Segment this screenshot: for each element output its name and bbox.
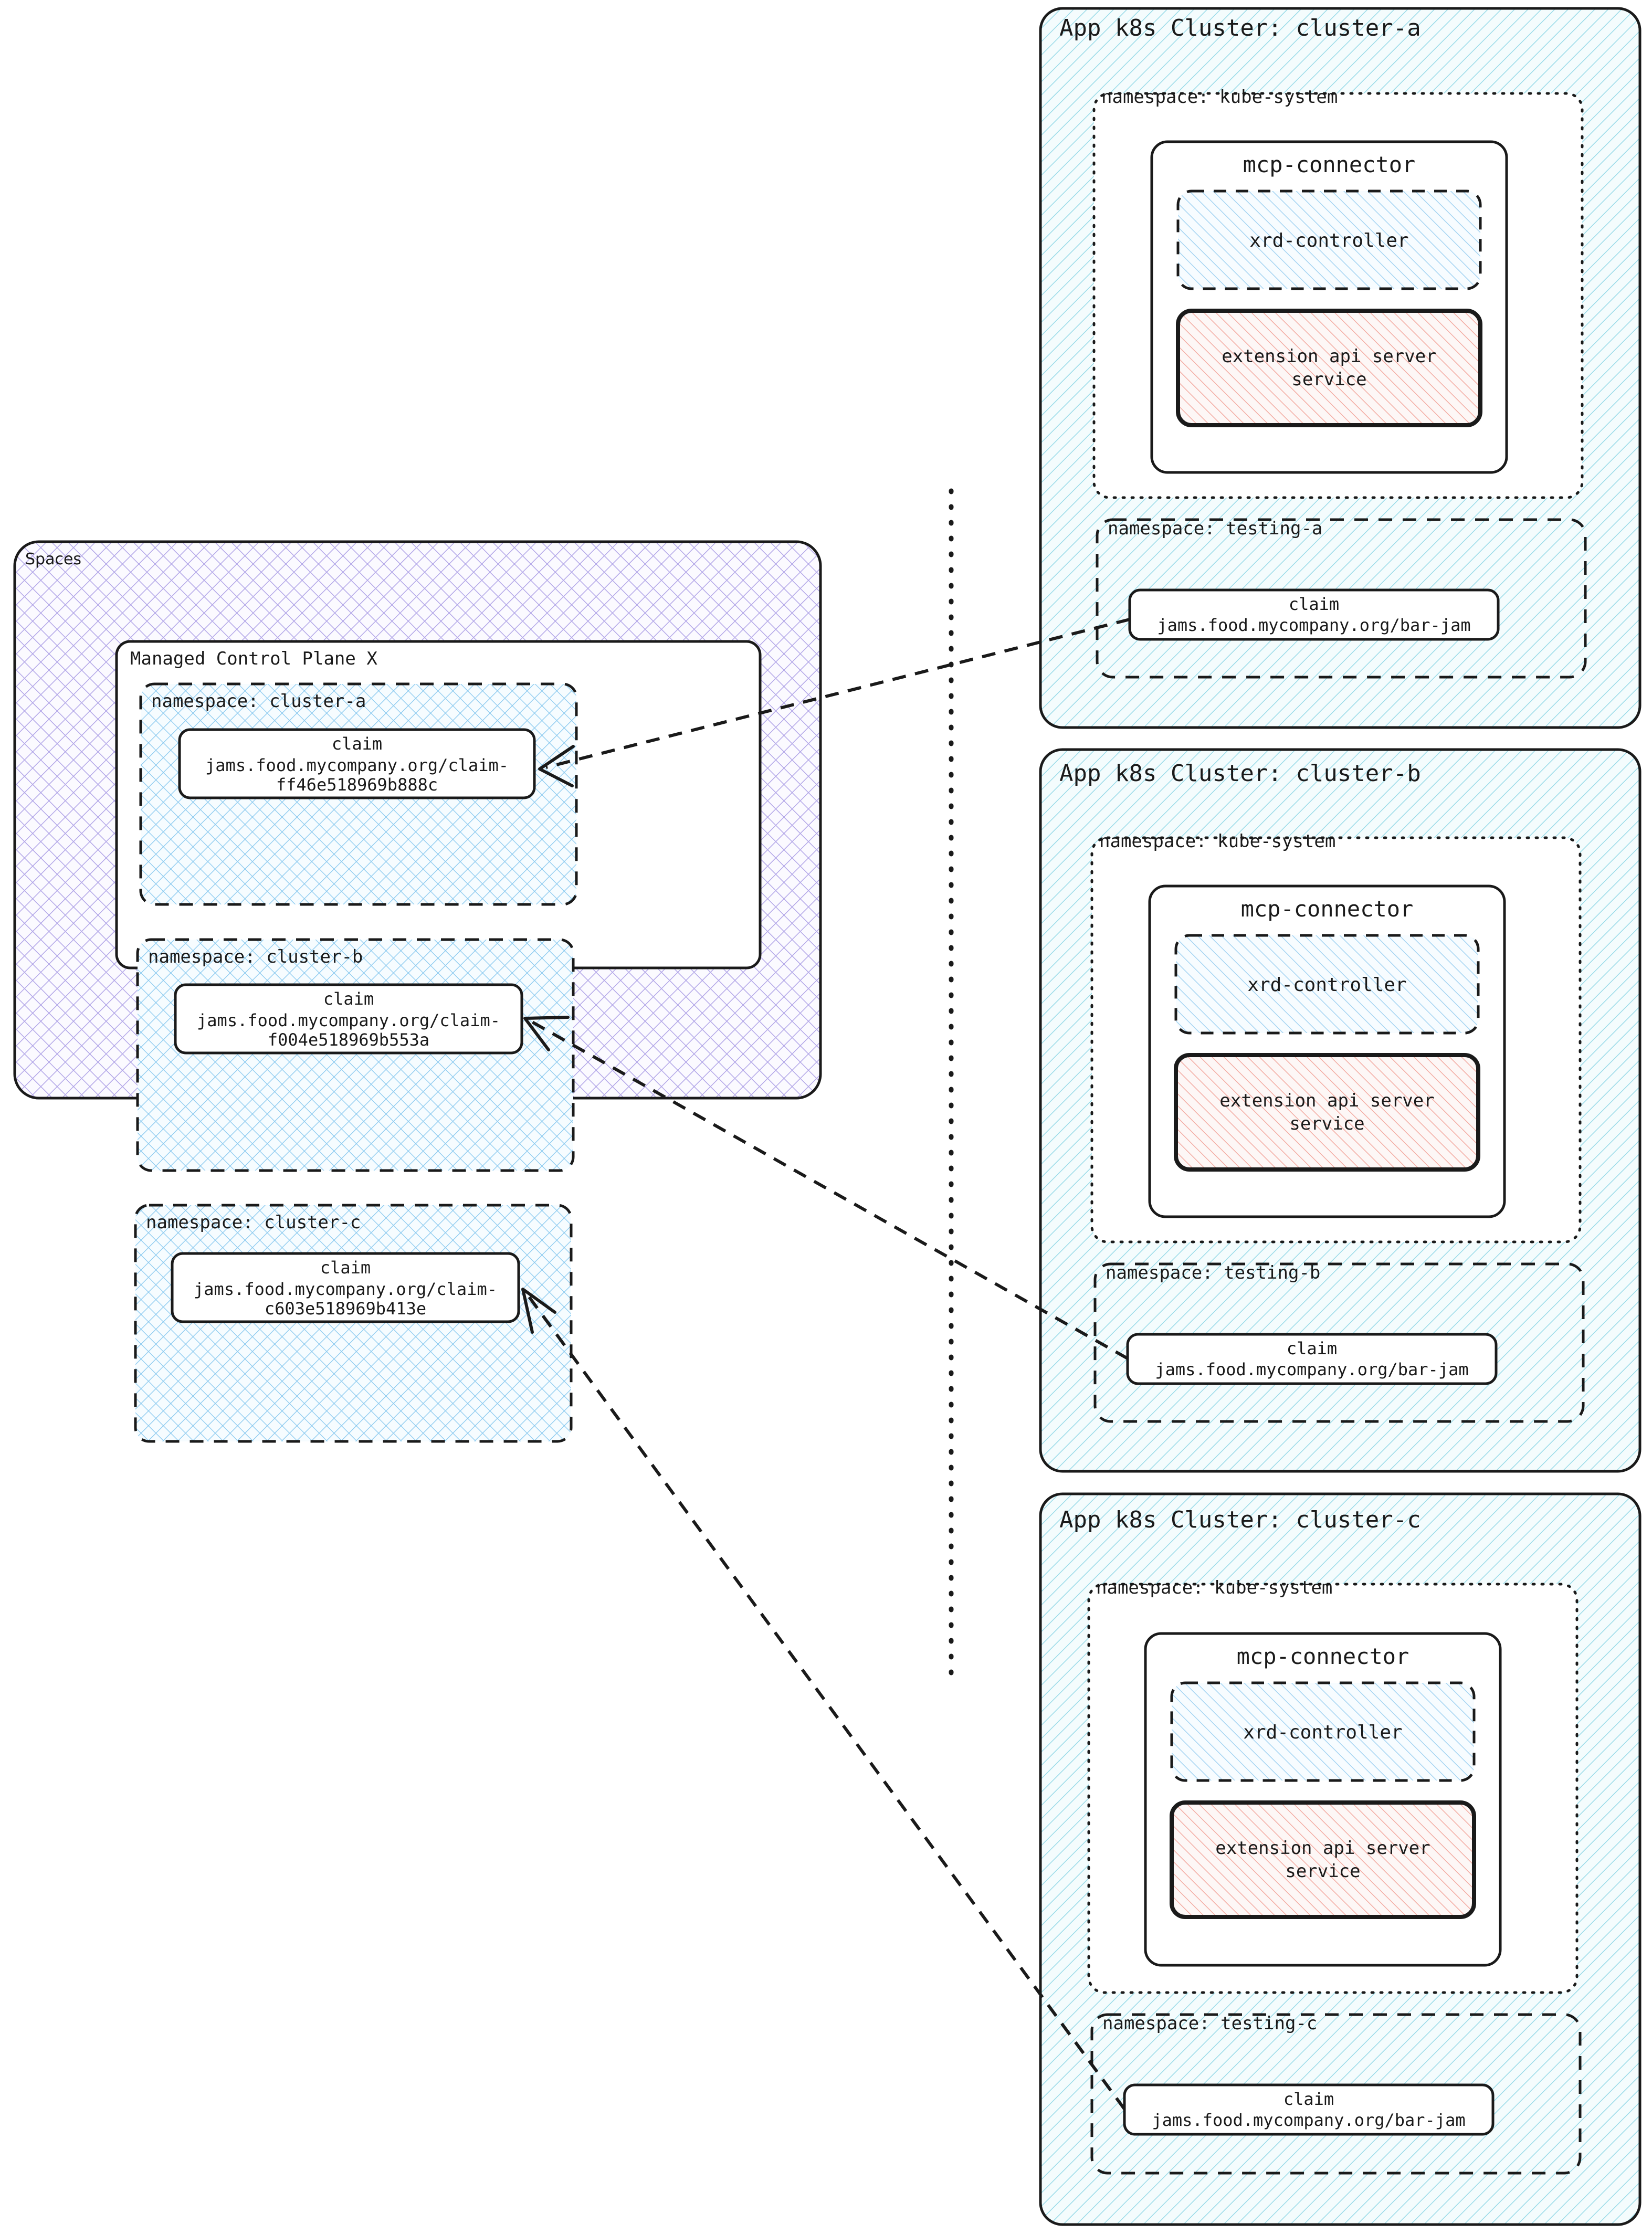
cluster-a-extension-api-server: extension api server service xyxy=(1176,309,1482,427)
cluster-c-extension-api-line2: service xyxy=(1285,1861,1360,1882)
cluster-a-claim-kind: claim xyxy=(1289,594,1339,614)
left-claim-box-cluster-c[interactable]: claim jams.food.mycompany.org/claim- c60… xyxy=(171,1252,520,1323)
cluster-panel-cluster-b: App k8s Cluster: cluster-b namespace: ku… xyxy=(1039,748,1642,1473)
managed-control-plane: Managed Control Plane X namespace: clust… xyxy=(115,640,762,1443)
left-claim-name2-cluster-c: c603e518969b413e xyxy=(265,1299,426,1319)
left-claim-name1-cluster-c: jams.food.mycompany.org/claim- xyxy=(194,1279,497,1299)
left-namespace-cluster-a: namespace: cluster-a claim jams.food.myc… xyxy=(139,682,578,906)
left-namespace-cluster-c: namespace: cluster-c claim jams.food.myc… xyxy=(134,1204,573,1443)
cluster-c-claim-box-border xyxy=(1123,2083,1495,2136)
cluster-c-extension-api-server-border xyxy=(1170,1800,1476,1919)
cluster-b-claim-box-border xyxy=(1126,1333,1498,1385)
control-plane-label: Managed Control Plane X xyxy=(130,648,377,669)
cluster-b-mcp-connector: mcp-connector xrd-controller extension a… xyxy=(1148,884,1506,1218)
cluster-b-testing-label: namespace: testing-b xyxy=(1106,1262,1320,1283)
cluster-b-kube-system-label: namespace: kube-system xyxy=(1099,831,1335,852)
cluster-panel-cluster-a: App k8s Cluster: cluster-a namespace: ku… xyxy=(1039,7,1642,729)
left-claim-box-cluster-a[interactable]: claim jams.food.mycompany.org/claim- ff4… xyxy=(178,728,536,799)
cluster-b-extension-api-server-border xyxy=(1174,1053,1480,1172)
cluster-b-extension-api-server: extension api server service xyxy=(1174,1053,1480,1172)
cluster-b-xrd-controller: xrd-controller xyxy=(1174,934,1480,1035)
connector-cluster-a-line xyxy=(545,618,1130,769)
cluster-c-testing-label: namespace: testing-c xyxy=(1102,2013,1317,2034)
cluster-c-xrd-controller: xrd-controller xyxy=(1170,1681,1476,1782)
cluster-c-kube-system-label: namespace: kube-system xyxy=(1096,1577,1332,1598)
cluster-a-extension-api-server-border xyxy=(1176,309,1482,427)
connector-cluster-a xyxy=(538,618,1130,787)
cluster-c-claim-name: jams.food.mycompany.org/bar-jam xyxy=(1152,2110,1465,2130)
cluster-b-testing-border xyxy=(1093,1262,1585,1423)
spaces-panel: Spaces Managed Control Plane X namespace… xyxy=(13,540,822,1443)
cluster-a-testing-label: namespace: testing-a xyxy=(1108,518,1322,539)
cluster-panel-cluster-c: App k8s Cluster: cluster-c namespace: ku… xyxy=(1039,1492,1642,2226)
cluster-a-testing-namespace: namespace: testing-a claim jams.food.myc… xyxy=(1096,518,1587,679)
connector-cluster-c-line xyxy=(523,1290,1126,2110)
connector-cluster-b-line xyxy=(530,1020,1129,1360)
cluster-c-testing-border xyxy=(1090,2013,1582,2175)
left-claim-box-cluster-b-border xyxy=(174,983,523,1055)
cluster-b-mcp-connector-label: mcp-connector xyxy=(1241,896,1414,922)
cluster-a-testing-border xyxy=(1096,518,1587,679)
cluster-a-kube-system: namespace: kube-system mcp-connector xrd… xyxy=(1092,87,1584,499)
cluster-c-extension-api-server: extension api server service xyxy=(1170,1800,1476,1919)
cluster-b-extension-api-line1: extension api server xyxy=(1219,1090,1434,1111)
cluster-b-claim-kind: claim xyxy=(1287,1339,1337,1358)
cluster-a-xrd-controller-label: xrd-controller xyxy=(1249,230,1408,251)
connector-cluster-a-arrowhead xyxy=(538,745,575,787)
left-claim-name2-cluster-b: f004e518969b553a xyxy=(268,1030,429,1050)
cluster-c-mcp-connector-label: mcp-connector xyxy=(1237,1643,1409,1669)
cluster-a-extension-api-line1: extension api server xyxy=(1222,346,1436,367)
cluster-c-claim-box[interactable]: claim jams.food.mycompany.org/bar-jam xyxy=(1123,2083,1495,2136)
left-claim-box-cluster-a-border xyxy=(178,728,536,799)
cluster-c-title: App k8s Cluster: cluster-c xyxy=(1059,1506,1421,1533)
cluster-c-xrd-controller-border xyxy=(1170,1681,1476,1782)
connector-cluster-b xyxy=(523,1016,1129,1360)
cluster-a-xrd-controller-border xyxy=(1176,189,1482,290)
left-namespace-cluster-b-border xyxy=(136,938,575,1172)
cluster-b-claim-name: jams.food.mycompany.org/bar-jam xyxy=(1155,1360,1468,1379)
connector-cluster-c xyxy=(521,1288,1126,2110)
cluster-b-xrd-controller-border xyxy=(1174,934,1480,1035)
cluster-a-title: App k8s Cluster: cluster-a xyxy=(1059,15,1421,41)
left-claim-name1-cluster-b: jams.food.mycompany.org/claim- xyxy=(197,1010,500,1030)
cluster-b-xrd-controller-label: xrd-controller xyxy=(1247,974,1406,996)
cluster-a-extension-api-line2: service xyxy=(1291,369,1366,390)
spaces-label: Spaces xyxy=(25,550,81,568)
cluster-c-kube-system: namespace: kube-system mcp-connector xrd… xyxy=(1087,1577,1579,1994)
cluster-c-xrd-controller-label: xrd-controller xyxy=(1243,1722,1402,1743)
left-claim-box-cluster-b[interactable]: claim jams.food.mycompany.org/claim- f00… xyxy=(174,983,523,1055)
cluster-b-extension-api-line2: service xyxy=(1289,1113,1364,1134)
cluster-c-extension-api-line1: extension api server xyxy=(1215,1838,1430,1859)
cluster-b-testing-namespace: namespace: testing-b claim jams.food.myc… xyxy=(1093,1262,1585,1423)
left-namespace-cluster-c-label: namespace: cluster-c xyxy=(146,1212,361,1233)
left-claim-kind-cluster-b: claim xyxy=(323,989,374,1009)
cluster-a-mcp-connector: mcp-connector xrd-controller extension a… xyxy=(1150,140,1508,474)
left-namespace-cluster-b: namespace: cluster-b claim jams.food.myc… xyxy=(136,938,575,1172)
left-claim-kind-cluster-c: claim xyxy=(320,1258,371,1278)
left-namespace-cluster-c-border xyxy=(134,1204,573,1443)
left-namespace-cluster-b-label: namespace: cluster-b xyxy=(148,946,363,967)
cluster-b-title: App k8s Cluster: cluster-b xyxy=(1059,760,1421,787)
left-claim-kind-cluster-a: claim xyxy=(332,734,382,754)
cluster-a-kube-system-label: namespace: kube-system xyxy=(1101,87,1338,108)
connector-cluster-b-arrowhead xyxy=(523,1016,570,1051)
cluster-c-mcp-connector: mcp-connector xrd-controller extension a… xyxy=(1144,1632,1502,1967)
cluster-a-claim-box-border xyxy=(1128,588,1500,641)
connector-cluster-c-arrowhead xyxy=(521,1288,556,1334)
cluster-b-kube-system: namespace: kube-system mcp-connector xrd… xyxy=(1090,831,1582,1244)
left-namespace-cluster-a-label: namespace: cluster-a xyxy=(151,691,366,712)
cluster-a-mcp-connector-label: mcp-connector xyxy=(1243,152,1416,177)
cluster-a-claim-name: jams.food.mycompany.org/bar-jam xyxy=(1157,615,1470,635)
cluster-c-claim-kind: claim xyxy=(1283,2089,1334,2109)
cluster-a-xrd-controller: xrd-controller xyxy=(1176,189,1482,290)
left-claim-name1-cluster-a: jams.food.mycompany.org/claim- xyxy=(205,755,509,775)
cluster-c-testing-namespace: namespace: testing-c claim jams.food.myc… xyxy=(1090,2013,1582,2175)
left-claim-box-cluster-c-border xyxy=(171,1252,520,1323)
left-claim-name2-cluster-a: ff46e518969b888c xyxy=(276,775,438,795)
cluster-b-claim-box[interactable]: claim jams.food.mycompany.org/bar-jam xyxy=(1126,1333,1498,1385)
cluster-a-claim-box[interactable]: claim jams.food.mycompany.org/bar-jam xyxy=(1128,588,1500,641)
